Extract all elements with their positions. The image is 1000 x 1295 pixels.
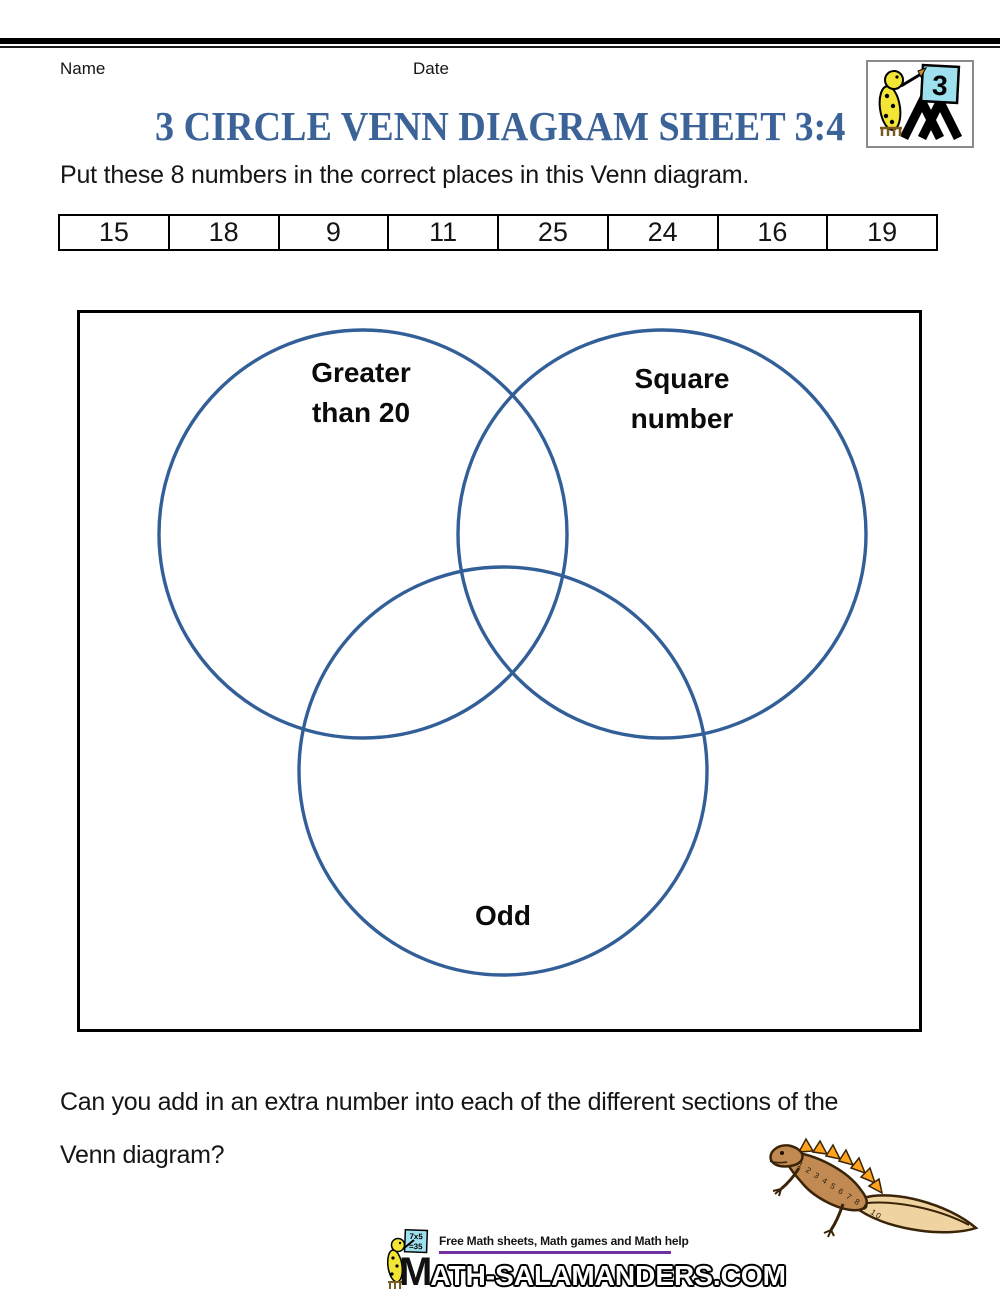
number-strip: 15 18 9 11 25 24 16 19	[58, 214, 938, 251]
newt-head	[769, 1144, 804, 1168]
label-odd: Odd	[475, 900, 531, 931]
number-cell: 16	[716, 216, 827, 249]
label-line: Square	[634, 363, 730, 394]
newt-crest	[797, 1137, 884, 1195]
number-cell: 11	[387, 216, 497, 249]
circle-greater-than-20	[157, 328, 569, 740]
newt-illustration: 1 2 3 4 5 6 7 8 9 10	[763, 1136, 995, 1247]
number-board: 3	[919, 63, 961, 105]
footer-salamander-icon: 7x5 =35	[386, 1228, 429, 1289]
salamander-logo-icon: 3	[878, 63, 963, 141]
footer-divider	[439, 1251, 671, 1254]
newt-mouth	[769, 1160, 788, 1164]
footer-wordmark: MATH-SALAMANDERS.COM	[399, 1250, 786, 1295]
instruction-text: Put these 8 numbers in the correct place…	[60, 161, 750, 189]
footer-board-line1: 7x5	[409, 1232, 423, 1241]
name-label: Name	[60, 59, 106, 78]
newt-front-toes	[772, 1188, 782, 1197]
top-rule-thick	[0, 38, 1000, 44]
salamander-icon	[878, 67, 928, 136]
label-greater-than-20: Greater than 20	[251, 353, 471, 433]
page-title: 3 CIRCLE VENN DIAGRAM SHEET 3:4	[0, 102, 1000, 150]
newt-back-toes	[823, 1229, 835, 1238]
number-cell: 24	[606, 216, 717, 249]
footer-tagline: Free Math sheets, Math games and Math he…	[439, 1234, 689, 1248]
wordmark-m: M	[399, 1250, 432, 1294]
site-logo-badge: 3	[866, 60, 974, 148]
label-square-number: Square number	[572, 359, 792, 439]
venn-circles	[157, 328, 868, 977]
circle-square-number	[456, 328, 868, 740]
number-cell: 19	[826, 216, 936, 249]
date-label: Date	[413, 59, 449, 78]
label-line: Greater	[311, 357, 411, 388]
footer-branding: 7x5 =35 Free Math sheets, Math games and…	[383, 1228, 786, 1294]
venn-diagram-box: Greater than 20 Square number Odd	[77, 310, 922, 1032]
circle-odd	[297, 565, 709, 977]
challenge-text: Can you add in an extra number into each…	[60, 1076, 970, 1182]
challenge-line-2: Venn diagram?	[60, 1141, 225, 1169]
number-cell: 9	[277, 216, 388, 249]
newt-tail-vein	[866, 1201, 970, 1226]
footer-board: 7x5 =35	[403, 1228, 429, 1254]
label-line: number	[630, 403, 734, 434]
newt-front-leg	[780, 1167, 801, 1191]
wordmark-rest: ATH-SALAMANDERS.COM	[430, 1260, 787, 1291]
footer-board-line2: =35	[409, 1242, 423, 1251]
number-cell: 15	[98, 217, 129, 247]
newt-back-leg	[829, 1203, 845, 1231]
newt-tail	[857, 1194, 979, 1234]
number-cell: 25	[497, 216, 607, 249]
page-title-text: 3 CIRCLE VENN DIAGRAM SHEET 3:4	[154, 103, 846, 149]
number-cell: 18	[167, 216, 278, 249]
challenge-line-1: Can you add in an extra number into each…	[60, 1088, 839, 1116]
newt-icon: 1 2 3 4 5 6 7 8 9 10	[769, 1137, 979, 1238]
top-rule-thin	[0, 46, 1000, 48]
logo-badge-number: 3	[931, 70, 948, 102]
footer-salamander-body	[386, 1237, 415, 1289]
label-line: than 20	[311, 397, 411, 428]
newt-eye	[780, 1151, 784, 1155]
